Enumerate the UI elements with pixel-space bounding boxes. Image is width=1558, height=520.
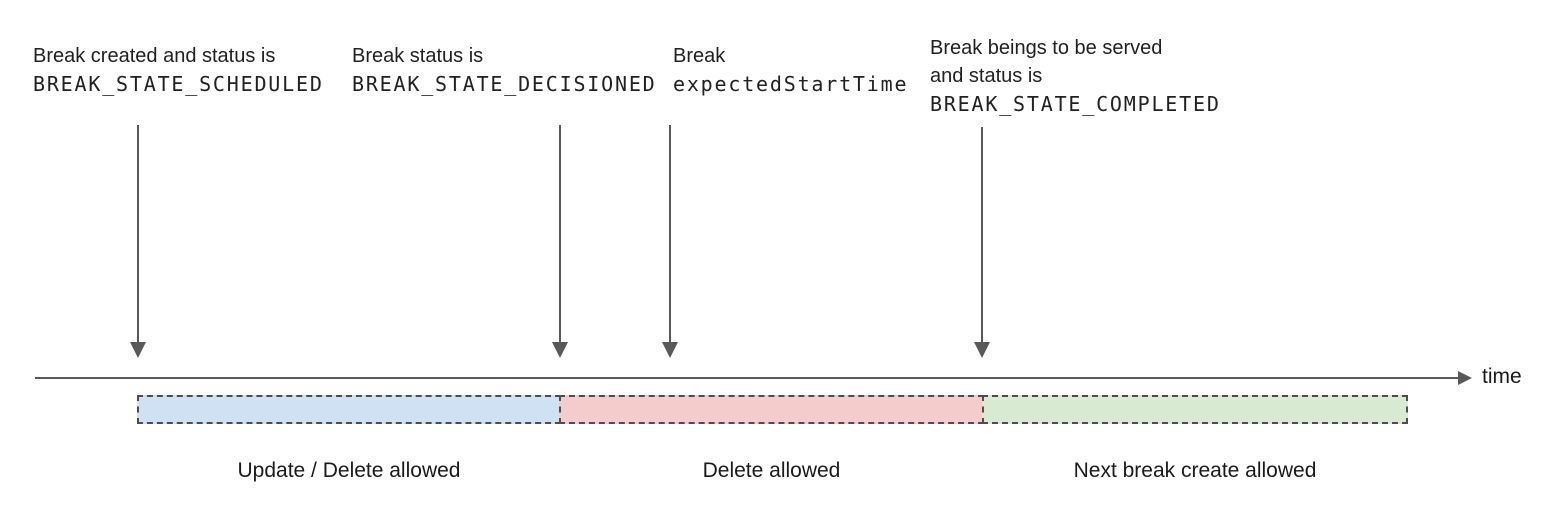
- arrow-head: [130, 342, 146, 358]
- annotation-code-text: BREAK_STATE_SCHEDULED: [33, 72, 324, 96]
- annotation-text: Break beings to be served: [930, 37, 1163, 59]
- annotation-expected-start-time: Break expectedStartTime: [673, 42, 908, 98]
- annotation-break-scheduled: Break created and status is BREAK_STATE_…: [33, 42, 324, 98]
- segment-label: Update / Delete allowed: [237, 459, 461, 482]
- annotation-break-completed: Break beings to be served and status is …: [930, 34, 1221, 118]
- time-axis-label: time: [1482, 365, 1522, 388]
- annotation-text: Break status is: [352, 45, 484, 67]
- annotation-break-decisioned: Break status is BREAK_STATE_DECISIONED: [352, 42, 657, 98]
- segment-next-break-create-allowed: [982, 395, 1408, 424]
- arrow-shaft: [137, 125, 139, 343]
- arrow-head: [974, 342, 990, 358]
- annotation-text: Break created and status is: [33, 45, 276, 67]
- segment-delete-allowed: [559, 395, 984, 424]
- annotation-code-text: expectedStartTime: [673, 72, 909, 96]
- segment-label: Next break create allowed: [1073, 459, 1317, 482]
- annotation-code-text: BREAK_STATE_COMPLETED: [930, 92, 1221, 116]
- time-axis-arrow-head: [1458, 371, 1472, 385]
- arrow-shaft: [669, 125, 671, 343]
- arrow-shaft: [559, 125, 561, 343]
- segment-label: Delete allowed: [702, 459, 841, 482]
- annotation-text: and status is: [930, 65, 1043, 87]
- arrow-head: [552, 342, 568, 358]
- time-axis-line: [35, 377, 1459, 379]
- annotation-text: Break: [673, 45, 726, 67]
- arrow-shaft: [981, 127, 983, 343]
- annotation-code-text: BREAK_STATE_DECISIONED: [352, 72, 657, 96]
- segment-update-delete-allowed: [137, 395, 561, 424]
- arrow-head: [662, 342, 678, 358]
